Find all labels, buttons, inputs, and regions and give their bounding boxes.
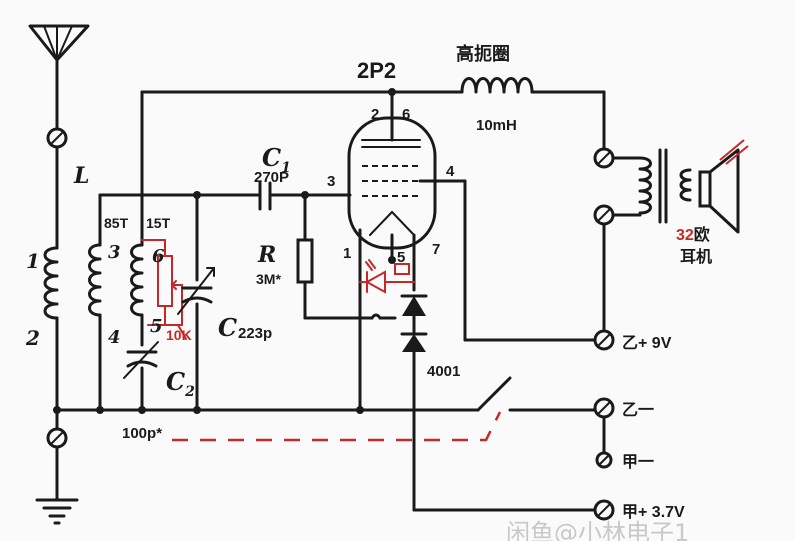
tube-label: 2P2 bbox=[357, 58, 396, 83]
output-transformer bbox=[638, 148, 692, 224]
earphone-icon bbox=[698, 139, 749, 234]
capacitor-c2 bbox=[123, 341, 159, 379]
switch-link-dashed bbox=[172, 411, 502, 442]
cap-c2-value: 100p* bbox=[122, 425, 162, 442]
power-switch bbox=[476, 376, 598, 412]
cap-c-value: 223p bbox=[238, 325, 272, 342]
turns-85t: 85T bbox=[104, 215, 129, 231]
coil-15T bbox=[130, 243, 144, 317]
terminal-b-minus-label: 乙一 bbox=[622, 402, 654, 419]
coil-L bbox=[43, 246, 59, 320]
terminal-b-plus-label: 乙+ 9V bbox=[622, 335, 672, 352]
terminal-a-plus-label: 甲+ 3.7V bbox=[622, 503, 685, 521]
indicator-led bbox=[359, 259, 415, 294]
choke-10mh bbox=[460, 77, 534, 94]
diode-4001 bbox=[400, 294, 428, 512]
coil-pin-6: 6 bbox=[152, 246, 165, 267]
coil-L-label: L bbox=[73, 163, 89, 189]
cap-c1-value: 270P bbox=[254, 169, 289, 186]
pot-label: 10K bbox=[166, 327, 192, 343]
coil-pin-5: 5 bbox=[150, 316, 163, 337]
cap-c1-label: C1 bbox=[262, 143, 291, 176]
watermark: 闲鱼@小林电子1 bbox=[506, 519, 689, 541]
coil-pin-3: 3 bbox=[108, 242, 121, 263]
cap-c-label: C bbox=[218, 313, 237, 342]
resistor-r bbox=[296, 238, 314, 284]
capacitor-c1 bbox=[258, 181, 272, 211]
terminal-a-minus-label: 甲一 bbox=[622, 453, 654, 471]
turns-15t: 15T bbox=[146, 215, 171, 231]
coil-pin-4: 4 bbox=[108, 327, 121, 348]
diode-label: 4001 bbox=[427, 363, 460, 380]
tube-pin-1: 1 bbox=[343, 245, 351, 262]
choke-value: 10mH bbox=[476, 117, 517, 134]
tube-pin-4: 4 bbox=[446, 163, 455, 180]
coil-85T bbox=[88, 243, 102, 317]
capacitor-c-variable bbox=[177, 267, 215, 315]
resistor-r-value: 3M* bbox=[256, 271, 281, 287]
tube-pin-3: 3 bbox=[327, 173, 335, 190]
ground-symbol bbox=[35, 498, 79, 525]
antenna-symbol bbox=[28, 24, 90, 62]
earphone-label: 耳机 bbox=[680, 247, 712, 266]
potentiometer-10k bbox=[141, 239, 187, 340]
coil-L-pin-2: 2 bbox=[25, 326, 40, 350]
coil-L-pin-1: 1 bbox=[26, 249, 40, 273]
tube-pin-6: 6 bbox=[402, 106, 410, 123]
earphone-ohms: 32欧 bbox=[676, 225, 710, 244]
resistor-r-label: R bbox=[257, 242, 276, 268]
choke-label: 高扼圈 bbox=[456, 43, 510, 64]
tube-pin-2: 2 bbox=[371, 106, 379, 123]
tube-pin-5: 5 bbox=[397, 249, 405, 266]
tube-pin-7: 7 bbox=[432, 241, 440, 258]
cap-c2-label: C2 bbox=[166, 367, 195, 400]
